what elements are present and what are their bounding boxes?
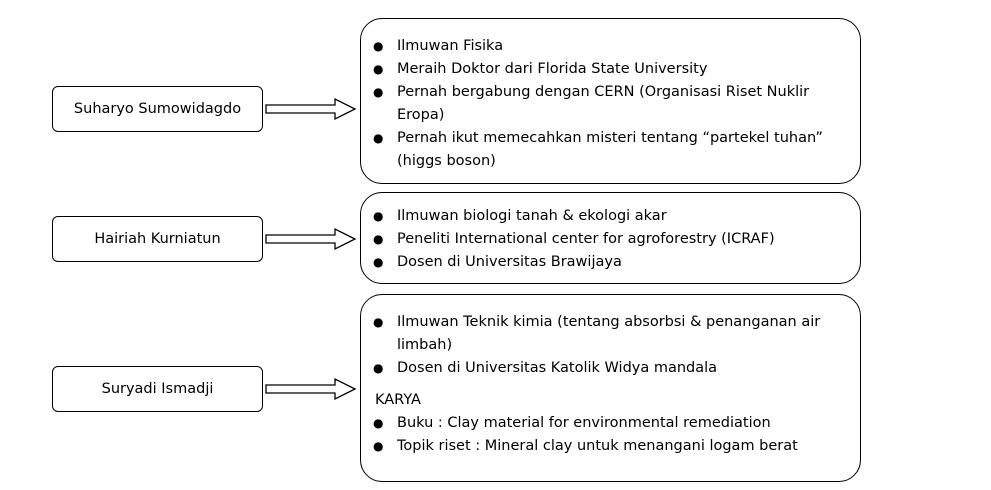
list-item: ●Dosen di Universitas Katolik Widya mand… xyxy=(361,357,860,380)
name-box-suharyo: Suharyo Sumowidagdo xyxy=(52,86,263,132)
arrow-icon xyxy=(265,97,357,121)
list-item: ●Pernah ikut memecahkan misteri tentang … xyxy=(361,127,860,173)
bullet-icon: ● xyxy=(373,62,384,76)
bullet-icon: ● xyxy=(373,315,384,329)
list-item: ●Peneliti International center for agrof… xyxy=(361,228,860,251)
name-box-suryadi: Suryadi Ismadji xyxy=(52,366,263,412)
bullet-icon: ● xyxy=(373,209,384,223)
person-name: Hairiah Kurniatun xyxy=(94,231,221,247)
bullet-list: ●Buku : Clay material for environmental … xyxy=(361,412,860,458)
list-item: ●Dosen di Universitas Brawijaya xyxy=(361,251,860,274)
bullet-icon: ● xyxy=(373,39,384,53)
arrow-icon xyxy=(265,377,357,401)
list-item: ●Ilmuwan Fisika xyxy=(361,35,860,58)
name-box-hairiah: Hairiah Kurniatun xyxy=(52,216,263,262)
list-item: ●Ilmuwan biologi tanah & ekologi akar xyxy=(361,205,860,228)
person-name: Suryadi Ismadji xyxy=(101,381,214,397)
list-item: ●Pernah bergabung dengan CERN (Organisas… xyxy=(361,81,860,127)
person-name: Suharyo Sumowidagdo xyxy=(73,101,242,117)
bullet-icon: ● xyxy=(373,131,384,145)
arrow-icon xyxy=(265,227,357,251)
bullet-icon: ● xyxy=(373,439,384,453)
info-box-suharyo: ●Ilmuwan Fisika ●Meraih Doktor dari Flor… xyxy=(360,18,861,184)
list-item: ●Topik riset : Mineral clay untuk menang… xyxy=(361,435,860,458)
list-item: ●Ilmuwan Teknik kimia (tentang absorbsi … xyxy=(361,311,860,357)
bullet-icon: ● xyxy=(373,255,384,269)
bullet-list: ●Ilmuwan biologi tanah & ekologi akar ●P… xyxy=(361,205,860,274)
bullet-icon: ● xyxy=(373,361,384,375)
list-item: ●Buku : Clay material for environmental … xyxy=(361,412,860,435)
info-box-hairiah: ●Ilmuwan biologi tanah & ekologi akar ●P… xyxy=(360,192,861,284)
bullet-icon: ● xyxy=(373,85,384,99)
bullet-icon: ● xyxy=(373,232,384,246)
bullet-list: ●Ilmuwan Teknik kimia (tentang absorbsi … xyxy=(361,311,860,380)
list-item: ●Meraih Doktor dari Florida State Univer… xyxy=(361,58,860,81)
info-box-suryadi: ●Ilmuwan Teknik kimia (tentang absorbsi … xyxy=(360,294,861,482)
bullet-list: ●Ilmuwan Fisika ●Meraih Doktor dari Flor… xyxy=(361,35,860,173)
bullet-icon: ● xyxy=(373,416,384,430)
section-label-karya: KARYA xyxy=(375,392,421,408)
